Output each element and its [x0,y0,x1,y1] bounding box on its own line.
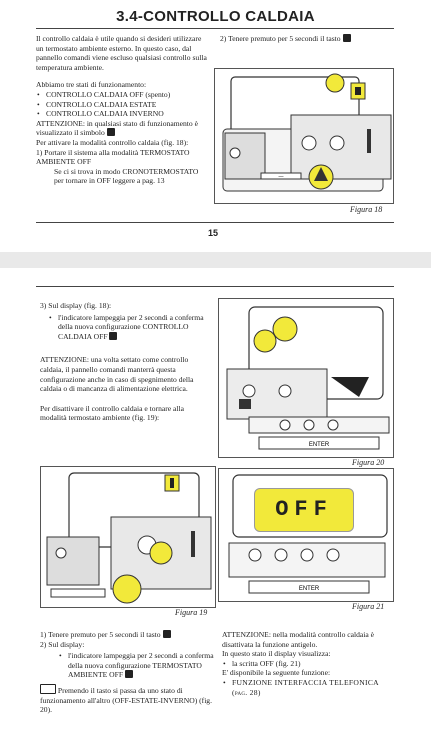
figure-18: — [214,68,394,204]
display-text: In questo stato il display visualizza: [222,649,331,659]
attivare-text: Per attivare la modalità controllo calda… [36,137,189,147]
off-bullet: la scritta OFF (fig. 21) [223,659,394,669]
attenzione-config: ATTENZIONE: una volta settato come contr… [40,355,194,394]
mode-key-icon [40,683,56,694]
title-rule [36,28,394,29]
page-gap [0,252,431,268]
page-15: 3.4-CONTROLLO CALDAIA Il controllo calda… [0,0,431,252]
lcd-display-off: OFF [254,488,354,532]
lower-left-text: 1) Tenere premuto per 5 secondi il tasto… [40,630,216,715]
step-3: 3) Sul display (fig. 18): [40,301,112,310]
intro-paragraph: Il controllo caldaia è utile quando si d… [36,34,207,72]
left-column: Il controllo caldaia è utile quando si d… [36,34,208,186]
figure-18-caption: Figura 18 [350,205,383,214]
figure-19 [40,466,216,608]
boiler-icon [109,331,118,340]
state-item: CONTROLLO CALDAIA OFF (spento) [37,90,208,100]
figure-21-caption: Figura 21 [352,602,385,611]
key-icon [162,630,171,638]
footer-rule [36,222,394,223]
upper-left-text: 3) Sul display (fig. 18): l'indicatore l… [40,301,212,423]
attenzione-note: ATTENZIONE: in qualsiasi stato di funzio… [36,118,198,138]
panel-illustration: ENTER [226,306,390,450]
step-1-note: Se ci si trova in modo CRONOTERMOSTATO p… [54,166,199,186]
panel-illustration [46,472,212,604]
states-list: CONTROLLO CALDAIA OFF (spento) CONTROLLO… [36,90,208,119]
step-2: 2) Sul display: [40,639,85,649]
svg-text:—: — [279,174,284,180]
section-title: 3.4-CONTROLLO CALDAIA [116,8,315,25]
top-rule [36,286,394,287]
attenzione-antigelo: ATTENZIONE: nella modalità controllo cal… [222,630,375,649]
step-3-bullet: l'indicatore lampeggia per 2 secondi a c… [49,313,212,342]
states-intro: Abbiamo tre stati di funzionamento: [36,80,147,90]
boiler-icon [106,128,115,137]
figure-19-caption: Figura 19 [175,608,208,617]
funzione-bullet: FUNZIONE INTERFACCIA TELEFONICA (pag. 28… [223,678,394,697]
step-2: 2) Tenere premuto per 5 secondi il tasto [220,34,400,44]
step-1: 1) Portare il sistema alla modalità TERM… [36,147,190,167]
step-2-bullet: l'indicatore lampeggia per 2 secondi a c… [59,651,216,680]
state-item: CONTROLLO CALDAIA ESTATE [37,100,208,110]
enter-key-label: ENTER [299,586,320,592]
step-1: 1) Tenere premuto per 5 secondi il tasto [40,630,216,640]
right-column: 2) Tenere premuto per 5 secondi il tasto [220,34,400,44]
disponibile-text: E' disponibile la seguente funzione: [222,668,331,678]
boiler-icon [124,670,133,679]
lower-right-text: ATTENZIONE: nella modalità controllo cal… [222,630,394,697]
page-number: 15 [208,228,219,238]
figure-20: ENTER [218,298,394,458]
page-16: 3) Sul display (fig. 18): l'indicatore l… [0,268,431,750]
panel-illustration: — [222,73,392,192]
enter-key-label: ENTER [309,442,330,448]
key-icon [342,34,351,42]
disattivare-text: Per disattivare il controllo caldaia e t… [40,403,185,423]
premendo-text: Premendo il tasto si passa da uno stato … [40,683,213,715]
state-item: CONTROLLO CALDAIA INVERNO [37,109,208,119]
figure-20-caption: Figura 20 [352,458,385,467]
